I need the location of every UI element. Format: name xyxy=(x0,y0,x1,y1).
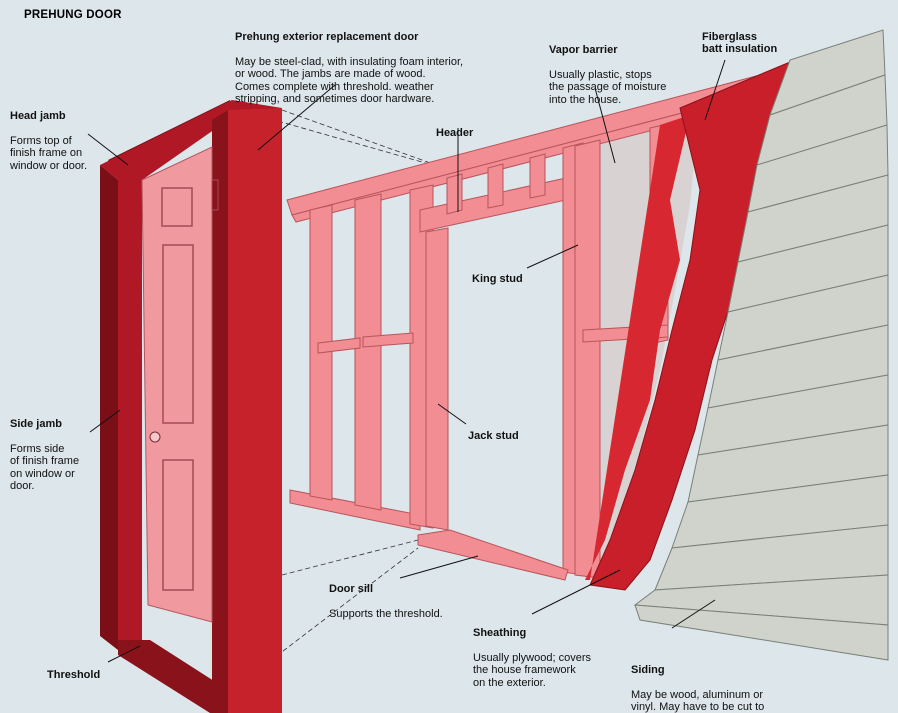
label-title: Door sill xyxy=(329,582,374,595)
wall-framing xyxy=(286,74,771,581)
label-desc: Forms side of finish frame on window or … xyxy=(10,442,80,493)
label-title: Vapor barrier xyxy=(549,43,618,56)
label-desc: May be wood, aluminum or vinyl. May have… xyxy=(631,688,765,713)
label-prehung-door: Prehung exterior replacement door May be… xyxy=(235,18,463,118)
label-jack-stud: Jack stud xyxy=(468,417,519,455)
label-king-stud: King stud xyxy=(472,260,523,298)
diagram-title: PREHUNG DOOR xyxy=(24,9,122,21)
label-title: Side jamb xyxy=(10,417,62,430)
siding-boards xyxy=(633,29,889,661)
label-desc: Forms top of finish frame on window or d… xyxy=(10,134,88,172)
label-title: King stud xyxy=(472,272,523,285)
label-title: Threshold xyxy=(47,668,101,681)
door-knob-icon xyxy=(149,431,161,443)
label-fiberglass-insulation: Fiberglass batt insulation xyxy=(702,18,777,68)
label-desc: Usually plywood; covers the house framew… xyxy=(473,651,591,689)
label-title: Jack stud xyxy=(468,429,519,442)
label-title: Siding xyxy=(631,663,665,676)
label-desc: Usually plastic, stops the passage of mo… xyxy=(549,68,667,106)
label-desc: Supports the threshold. xyxy=(329,607,443,620)
door-frame xyxy=(100,100,282,713)
label-door-sill: Door sill Supports the threshold. xyxy=(329,570,443,633)
label-title: Prehung exterior replacement door xyxy=(235,30,419,43)
label-header: Header xyxy=(436,114,473,152)
label-title: Fiberglass batt insulation xyxy=(702,30,778,56)
leader-lines xyxy=(87,59,726,663)
door-leaf xyxy=(141,146,219,623)
projection-lines xyxy=(231,107,451,691)
label-title: Sheathing xyxy=(473,626,527,639)
label-title: Head jamb xyxy=(10,109,66,122)
sheathing-layer xyxy=(585,115,690,580)
label-title: Header xyxy=(436,126,474,139)
label-siding: Siding May be wood, aluminum or vinyl. M… xyxy=(631,651,764,713)
label-vapor-barrier: Vapor barrier Usually plastic, stops the… xyxy=(549,31,666,119)
label-sheathing: Sheathing Usually plywood; covers the ho… xyxy=(473,614,591,702)
label-threshold: Threshold xyxy=(47,656,100,694)
label-desc: May be steel-clad, with insulating foam … xyxy=(235,55,464,106)
label-head-jamb: Head jamb Forms top of finish frame on w… xyxy=(10,97,87,185)
label-side-jamb: Side jamb Forms side of finish frame on … xyxy=(10,405,79,505)
